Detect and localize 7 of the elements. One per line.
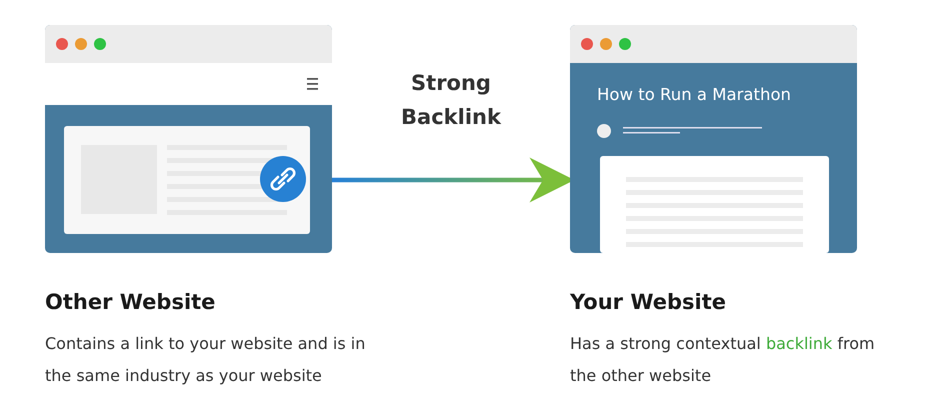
section-heading: Your Website — [570, 290, 726, 314]
browser-window — [45, 25, 332, 253]
article-title: How to Run a Marathon — [597, 85, 792, 104]
section-heading: Other Website — [45, 290, 216, 314]
description-text: Contains a link to your website and is in the same industry as your website — [45, 333, 366, 387]
browser-window — [570, 25, 857, 253]
description-text: Has a strong contextual backlink from the other website — [570, 333, 876, 387]
